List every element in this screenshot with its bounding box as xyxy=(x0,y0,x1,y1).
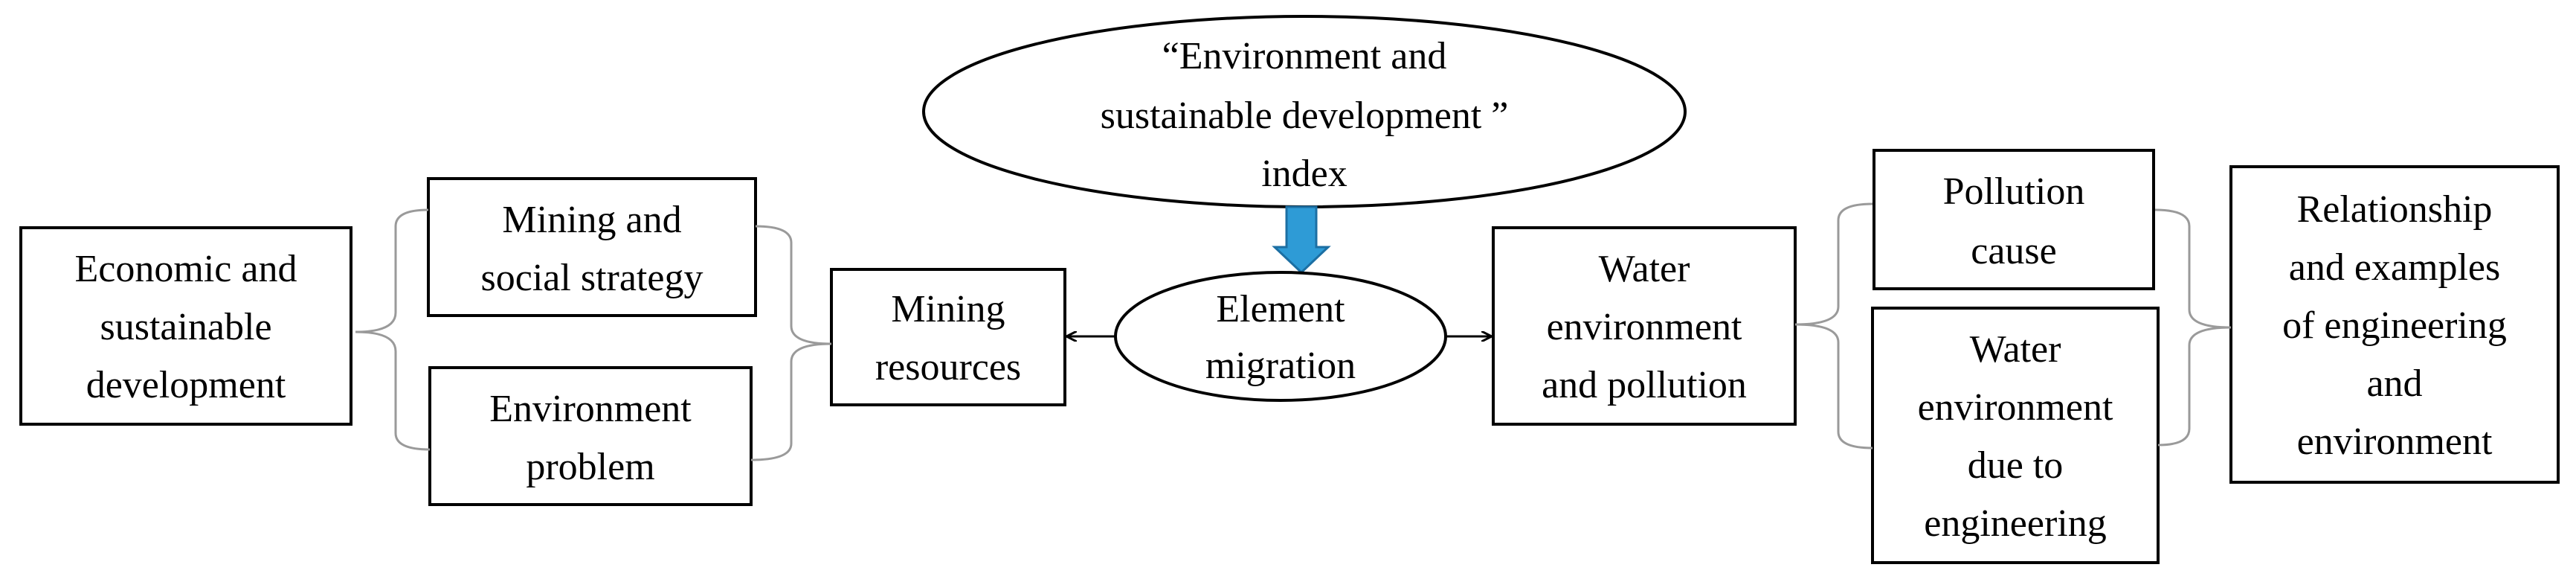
water-engineering-line-1: Water xyxy=(1970,328,2061,371)
right-brace-water-pollution xyxy=(1794,202,1873,450)
mining-resources-line-1: Mining xyxy=(891,288,1005,330)
element-migration-line-2: migration xyxy=(1205,345,1356,387)
down-arrow-icon xyxy=(1272,205,1331,275)
mining-social-line-1: Mining and xyxy=(502,199,681,241)
water-pollution-line-1: Water xyxy=(1599,248,1690,290)
relationship-line-4: and xyxy=(2366,362,2422,405)
environment-problem-line-2: problem xyxy=(526,446,654,488)
water-pollution-line-3: and pollution xyxy=(1542,364,1747,406)
environment-problem-box: Environment problem xyxy=(428,366,753,506)
pollution-cause-line-1: Pollution xyxy=(1943,170,2085,213)
right-brace-relationship xyxy=(2154,208,2232,447)
relationship-line-3: of engineering xyxy=(2282,304,2507,347)
water-pollution-line-2: environment xyxy=(1547,306,1742,348)
index-ellipse: “Environment and sustainable development… xyxy=(922,15,1687,208)
economic-line-1: Economic and xyxy=(75,248,297,290)
down-arrow-shape xyxy=(1272,205,1331,275)
relationship-line-2: and examples xyxy=(2289,246,2500,289)
index-line-2: sustainable development ” xyxy=(1101,95,1509,137)
left-brace-economic xyxy=(355,208,431,451)
water-pollution-box: Water environment and pollution xyxy=(1492,226,1797,426)
environment-problem-line-1: Environment xyxy=(489,388,692,430)
left-brace-mining-resources xyxy=(750,225,832,461)
economic-line-3: development xyxy=(86,364,286,406)
pollution-cause-box: Pollution cause xyxy=(1873,149,2155,290)
relationship-line-1: Relationship xyxy=(2297,188,2493,231)
mining-resources-line-2: resources xyxy=(875,346,1021,388)
water-engineering-line-3: due to xyxy=(1968,444,2064,487)
mining-resources-box: Mining resources xyxy=(830,268,1066,406)
element-migration-line-1: Element xyxy=(1216,288,1345,330)
water-engineering-box: Water environment due to engineering xyxy=(1871,307,2160,564)
index-line-3: index xyxy=(1261,153,1347,195)
economic-line-2: sustainable xyxy=(100,306,271,348)
relationship-line-5: environment xyxy=(2297,420,2493,463)
pollution-cause-line-2: cause xyxy=(1971,230,2056,272)
element-migration-ellipse: Element migration xyxy=(1114,271,1447,402)
water-engineering-line-2: environment xyxy=(1918,386,2113,429)
mining-social-line-2: social strategy xyxy=(481,257,703,299)
relationship-box: Relationship and examples of engineering… xyxy=(2229,165,2560,484)
economic-box: Economic and sustainable development xyxy=(19,226,352,426)
water-engineering-line-4: engineering xyxy=(1924,502,2106,545)
mining-social-box: Mining and social strategy xyxy=(427,177,757,317)
index-line-1: “Environment and xyxy=(1162,35,1447,77)
